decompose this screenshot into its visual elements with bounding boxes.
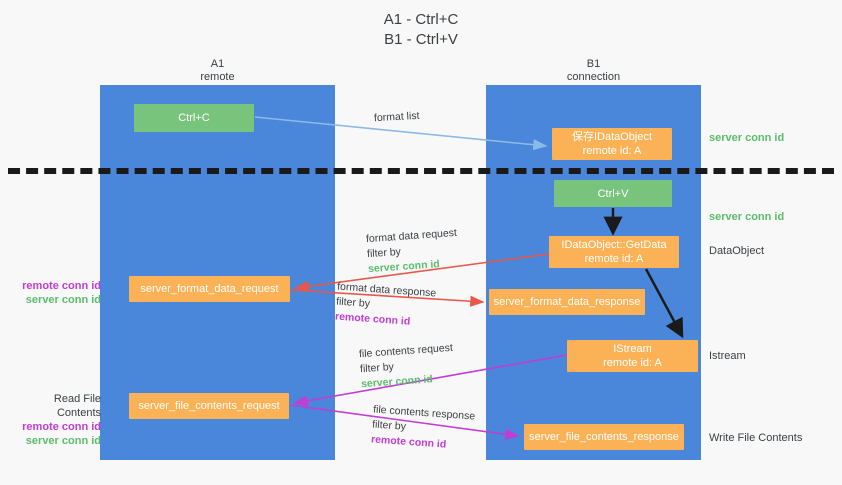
box-istream[interactable]: IStream remote id: A [567, 340, 698, 372]
box-getdata-line1: IDataObject::GetData [561, 239, 667, 251]
box-server-file-contents-request-label: server_file_contents_request [138, 400, 280, 412]
box-server-format-data-request-label: server_format_data_request [140, 283, 279, 295]
page-title: A1 - Ctrl+C B1 - Ctrl+V [0, 10, 842, 50]
box-idataobject-getdata[interactable]: IDataObject::GetData remote id: A [549, 236, 679, 268]
box-server-format-data-response-label: server_format_data_response [493, 296, 641, 308]
edge-label-file-contents-request-filter: filter by server conn id [360, 356, 456, 392]
divider-dashed-line [8, 168, 834, 174]
label-server-conn-id-top: server conn id [709, 132, 785, 144]
box-server-file-contents-response-label: server_file_contents_response [529, 431, 679, 443]
box-server-format-data-response[interactable]: server_format_data_response [489, 289, 645, 315]
box-ctrl-c[interactable]: Ctrl+C [134, 104, 254, 132]
lane-a1-name: A1 [210, 58, 225, 70]
box-getdata-line2: remote id: A [584, 253, 644, 265]
edge-label-format-list-text: format list [373, 109, 420, 125]
lane-b1-role: connection [566, 71, 621, 83]
label-istream: Istream [709, 350, 746, 362]
edge-label-format-data-request-filter: filter by server conn id [367, 241, 460, 277]
box-server-file-contents-request[interactable]: server_file_contents_request [129, 393, 289, 419]
label-server-conn-id-1: server conn id [25, 294, 101, 306]
label-write-file-contents: Write File Contents [709, 432, 803, 444]
label-dataobject: DataObject [709, 245, 765, 257]
lane-b1-name: B1 [586, 58, 601, 70]
edge-label-format-data-request: format data request filter by server con… [366, 226, 460, 277]
box-server-format-data-request[interactable]: server_format_data_request [129, 276, 290, 302]
title-line-2: B1 - Ctrl+V [384, 31, 458, 48]
title-line-1: A1 - Ctrl+C [383, 11, 459, 28]
edge-label-file-contents-response: file contents response filter by remote … [371, 402, 476, 454]
box-save-idataobject-line1: 保存IDataObject [571, 131, 653, 143]
box-ctrl-v-label: Ctrl+V [597, 187, 629, 200]
label-read-file-contents: Read File Contents [53, 393, 101, 419]
label-server-conn-id-mid: server conn id [709, 211, 785, 223]
label-group-format-conn-ids: remote conn id server conn id [11, 279, 101, 307]
edge-label-format-data-response: format data response filter by remote co… [335, 280, 437, 332]
box-ctrl-c-label: Ctrl+C [178, 112, 210, 124]
label-remote-conn-id-1: remote conn id [22, 280, 101, 292]
label-server-conn-id-2: server conn id [25, 435, 101, 447]
box-server-file-contents-response[interactable]: server_file_contents_response [524, 424, 684, 450]
box-save-idataobject-line2: remote id: A [582, 145, 642, 157]
edge-label-format-list: format list [374, 109, 420, 126]
edge-label-file-contents-request: file contents request filter by server c… [359, 341, 456, 392]
lane-header-b1: B1 connection [516, 58, 671, 84]
box-istream-line1: IStream [613, 343, 652, 355]
label-remote-conn-id-2: remote conn id [22, 421, 101, 433]
label-group-file-conn-ids: Read File Contents remote conn id server… [11, 392, 101, 448]
box-ctrl-v[interactable]: Ctrl+V [554, 180, 672, 207]
box-save-idataobject[interactable]: 保存IDataObject remote id: A [552, 128, 672, 160]
box-istream-line2: remote id: A [603, 357, 662, 369]
lane-a1-role: remote [200, 71, 235, 83]
lane-header-a1: A1 remote [130, 58, 305, 84]
